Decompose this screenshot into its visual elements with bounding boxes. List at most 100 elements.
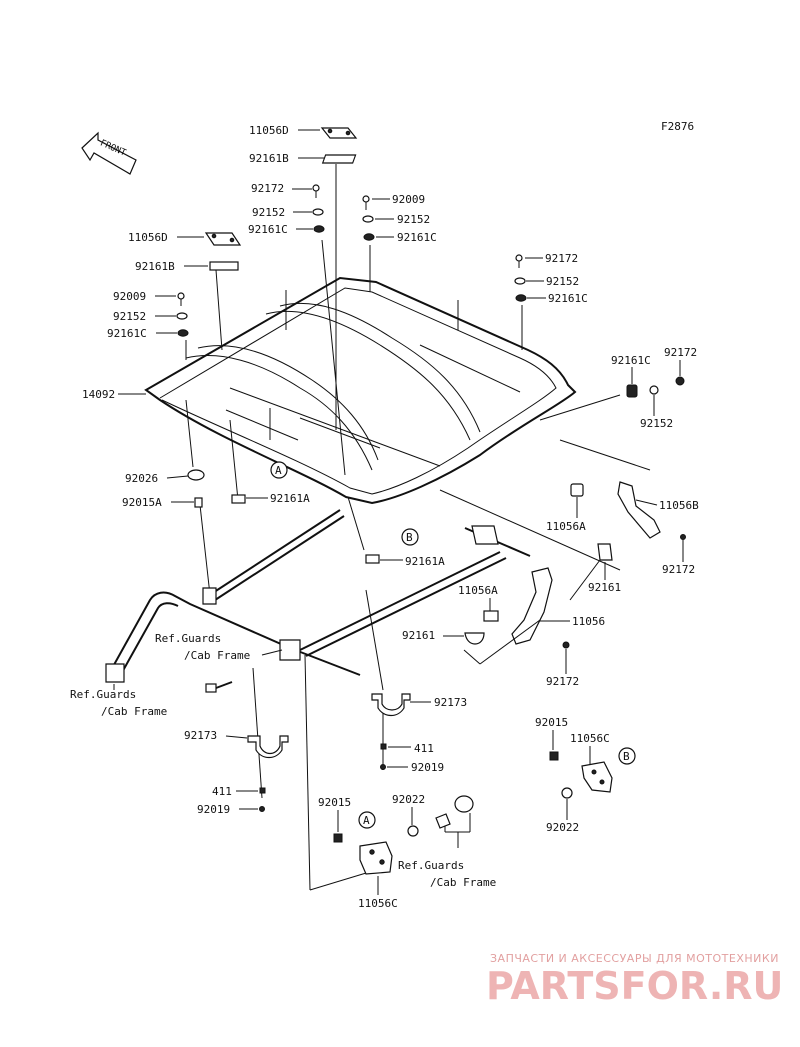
bolt-92172-top [312, 184, 320, 198]
washer-92161c-top [313, 225, 325, 233]
label-14092: 14092 [82, 388, 115, 401]
bolt-92019-right [380, 764, 386, 770]
washer-92026 [187, 469, 205, 481]
callout-a-1: A [270, 461, 288, 479]
label-92161c-left: 92161C [107, 327, 147, 340]
label-92009-left: 92009 [113, 290, 146, 303]
label-92009-r: 92009 [392, 193, 425, 206]
bracket-11056 [511, 567, 553, 645]
washer-92022-bottom [407, 825, 419, 837]
washer-92152-right1 [514, 277, 526, 285]
label-92019-r: 92019 [411, 761, 444, 774]
bolt-92009-left [177, 292, 185, 306]
label-92015a: 92015A [122, 496, 162, 509]
washer-92152-top [312, 208, 324, 216]
clamp-92173-right [371, 693, 411, 717]
nut-411-left [259, 787, 266, 794]
bracket-11056b [617, 481, 661, 539]
front-arrow-icon: FRONT [81, 131, 137, 175]
callout-a-2: A [358, 811, 376, 829]
pad-92161-m [464, 632, 485, 645]
label-92022-r: 92022 [546, 821, 579, 834]
svg-text:A: A [363, 814, 370, 827]
svg-text:B: B [406, 531, 413, 544]
bracket-11056a-1 [570, 483, 584, 497]
bolt-92172-r2 [680, 534, 686, 540]
label-11056c-r: 11056C [570, 732, 610, 745]
label-92161a-1: 92161A [270, 492, 310, 505]
label-11056b: 11056B [659, 499, 699, 512]
label-92161c-top: 92161C [248, 223, 288, 236]
label-ref-guards-3a: Ref.Guards [398, 859, 464, 872]
label-11056c-b: 11056C [358, 897, 398, 910]
label-92026: 92026 [125, 472, 158, 485]
label-92022-b: 92022 [392, 793, 425, 806]
label-92015-b: 92015 [318, 796, 351, 809]
label-92152-right1: 92152 [546, 275, 579, 288]
bolt-92172-right [515, 254, 523, 268]
bolt-92009-right [362, 195, 370, 210]
label-11056a-2: 11056A [458, 584, 498, 597]
label-411-l: 411 [212, 785, 232, 798]
label-92161c-far: 92161C [611, 354, 651, 367]
label-92161c-r: 92161C [397, 231, 437, 244]
label-92019-l: 92019 [197, 803, 230, 816]
watermark: ЗАПЧАСТИ И АКСЕССУАРЫ ДЛЯ МОТОТЕХНИКИ PA… [486, 952, 783, 1008]
leader-lines [185, 164, 651, 891]
svg-text:ЗАПЧАСТИ И АКСЕССУАРЫ ДЛЯ МОТО: ЗАПЧАСТИ И АКСЕССУАРЫ ДЛЯ МОТОТЕХНИКИ [490, 952, 779, 965]
clamp-92173-left [247, 735, 289, 759]
bracket-11056a-2 [483, 610, 499, 622]
bolt-92172-far [675, 376, 685, 386]
label-92161c-right1: 92161C [548, 292, 588, 305]
bracket-11056c-bottom [359, 841, 393, 875]
label-11056d-top: 11056D [249, 124, 289, 137]
label-11056: 11056 [572, 615, 605, 628]
pad-92161b-left [209, 261, 239, 271]
label-92172-r2: 92172 [662, 563, 695, 576]
pad-92161-r [597, 543, 613, 561]
label-92161a-2: 92161A [405, 555, 445, 568]
bolt-92172-r3 [562, 641, 570, 649]
washer-92152-far [649, 385, 659, 395]
pad-92161a-2 [365, 554, 380, 564]
washer-92161c-left [177, 329, 189, 337]
roof-panel [144, 276, 577, 505]
label-92172-right1: 92172 [545, 252, 578, 265]
svg-text:A: A [275, 464, 282, 477]
svg-text:B: B [623, 750, 630, 763]
figure-code: F2876 [661, 120, 694, 133]
label-ref-guards-3b: /Cab Frame [430, 876, 496, 889]
watermark-logo: PARTSFOR.RU [486, 964, 783, 1008]
label-92152-top: 92152 [252, 206, 285, 219]
label-92172-top: 92172 [251, 182, 284, 195]
label-ref-guards-1b: /Cab Frame [184, 649, 250, 662]
bolt-92019-left [259, 806, 265, 812]
callout-b-1: B [401, 528, 419, 546]
label-92161-r: 92161 [588, 581, 621, 594]
label-92152-r: 92152 [397, 213, 430, 226]
bolt-92015a [194, 497, 203, 508]
label-92161b-top: 92161B [249, 152, 289, 165]
pad-92161a-1 [231, 494, 246, 504]
bracket-11056d-left [204, 232, 242, 246]
label-92015-r: 92015 [535, 716, 568, 729]
washer-92152-left [176, 312, 188, 320]
label-92173-l: 92173 [184, 729, 217, 742]
label-ref-guards-2a: Ref.Guards [70, 688, 136, 701]
label-ref-guards-1a: Ref.Guards [155, 632, 221, 645]
bracket-11056d-top [320, 127, 358, 139]
label-11056a-1: 11056A [546, 520, 586, 533]
washer-92152-right [362, 215, 374, 223]
nut-cap [435, 795, 474, 829]
pad-92161b-top [321, 154, 357, 164]
part-labels: 11056D 92161B 92172 92152 92161C 92009 9… [70, 124, 699, 910]
washer-92161c-right [363, 233, 375, 241]
label-92161-m: 92161 [402, 629, 435, 642]
label-92172-r3: 92172 [546, 675, 579, 688]
pad-92161c-far [626, 384, 638, 398]
nut-92015-bottom [333, 833, 343, 843]
label-ref-guards-2b: /Cab Frame [101, 705, 167, 718]
washer-92161c-right1 [515, 294, 527, 302]
washer-92022-right [561, 787, 573, 799]
